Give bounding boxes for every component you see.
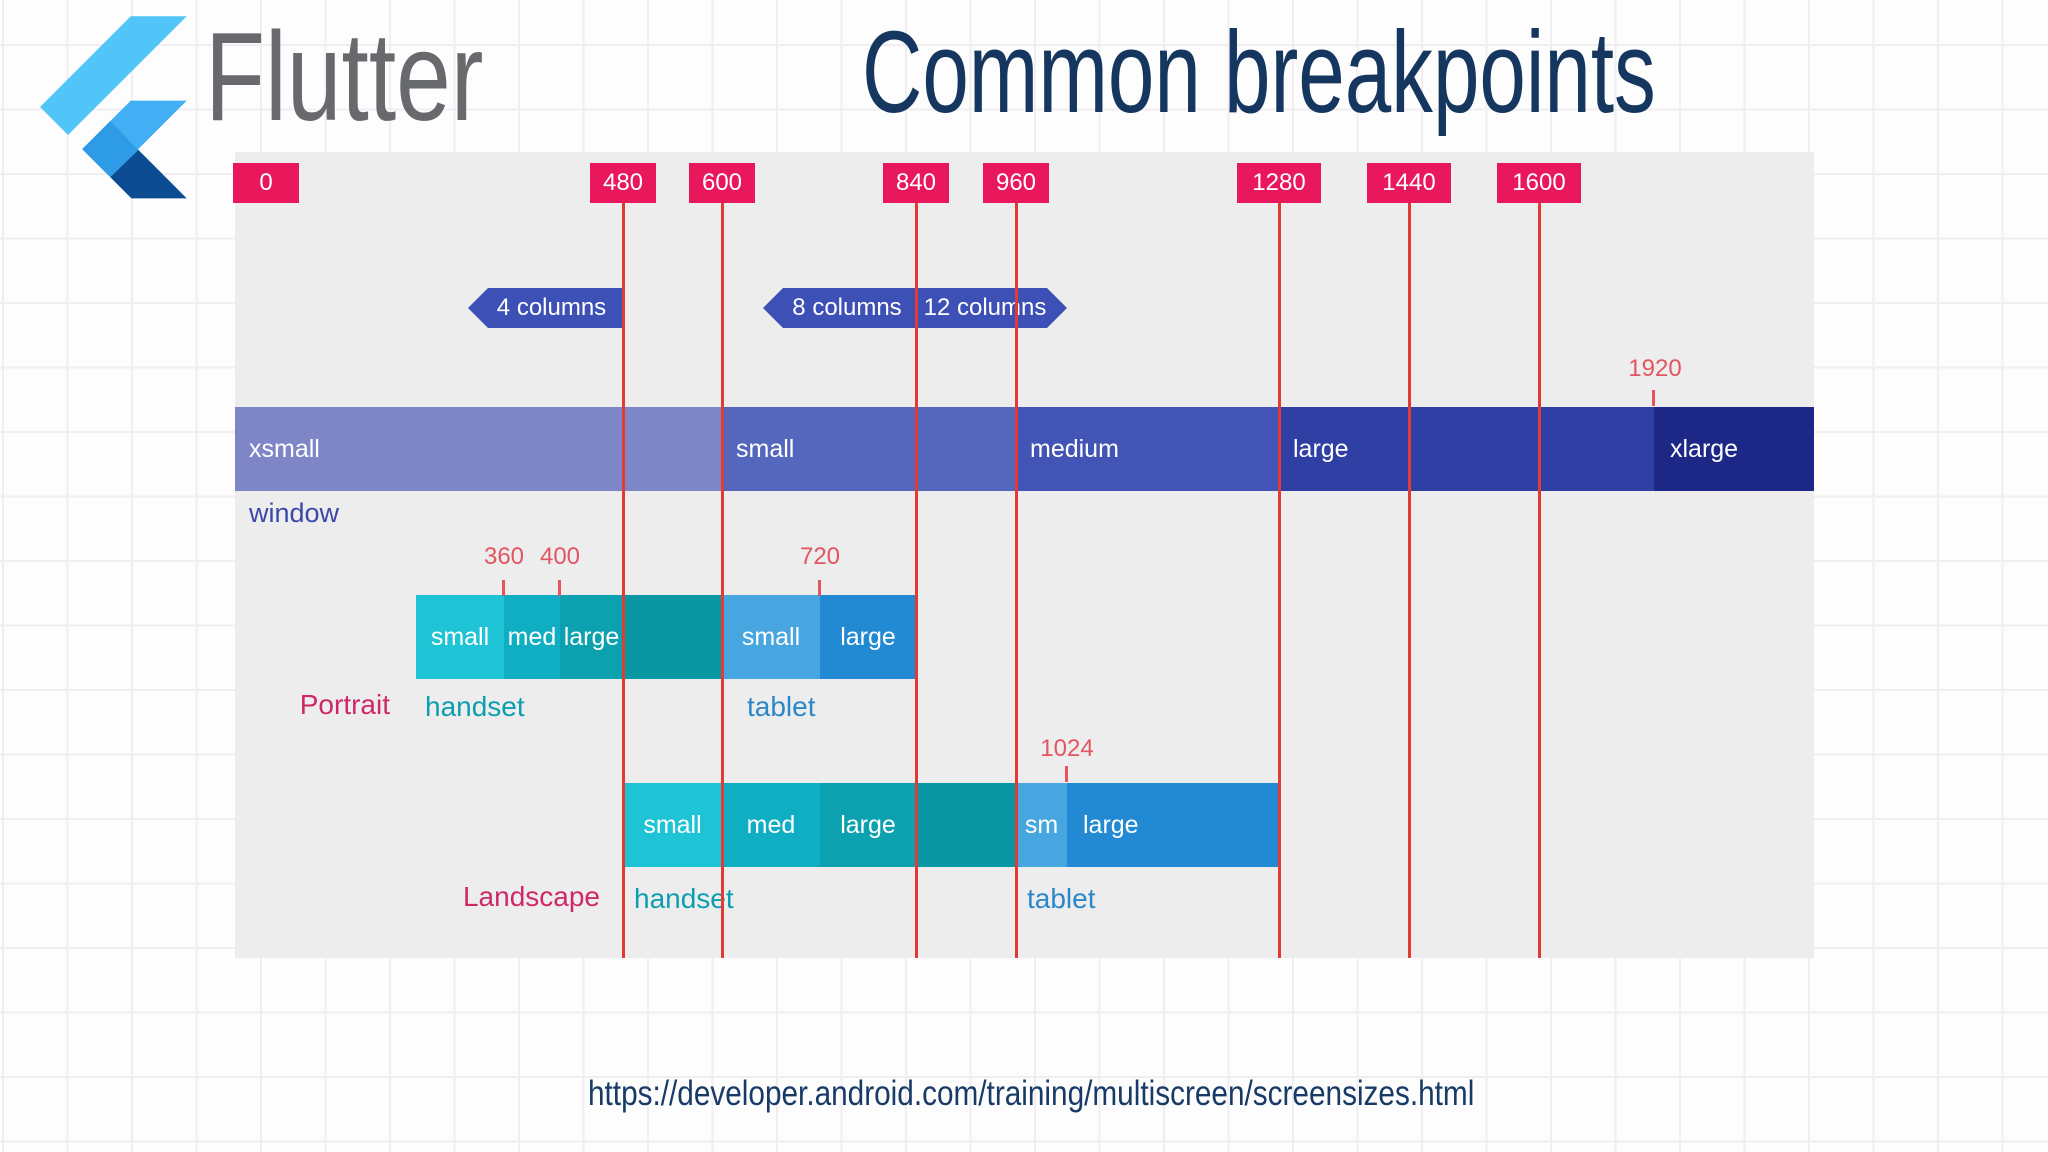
landscape-handset-overflow: [916, 783, 1016, 867]
marker-label-1920: 1920: [1628, 355, 1682, 382]
breakpoint-badge-480: 480: [590, 163, 656, 203]
portrait-caption: Portrait: [299, 689, 390, 720]
breakpoint-badge-1600: 1600: [1497, 163, 1581, 203]
breakpoint-badge-840: 840: [883, 163, 949, 203]
breakpoint-badge-1440: 1440: [1367, 163, 1451, 203]
source-url: https://developer.android.com/training/m…: [588, 1074, 1475, 1113]
window-segment-large: large: [1279, 407, 1654, 491]
portrait-handset-med: med: [504, 595, 560, 679]
chip-4-columns-label: 4 columns: [496, 294, 607, 321]
portrait-handset-caption: handset: [425, 691, 525, 722]
marker-label-720: 720: [799, 543, 841, 570]
guide-line-840: [915, 203, 918, 958]
landscape-tablet-large: large: [1067, 783, 1279, 867]
landscape-handset-small: small: [623, 783, 722, 867]
guide-line-480: [622, 203, 625, 958]
marker-tick-400: [558, 580, 561, 596]
breakpoint-badge-600: 600: [689, 163, 755, 203]
marker-tick-1920: [1652, 390, 1655, 406]
landscape-caption: Landscape: [462, 881, 600, 912]
portrait-tablet-large: large: [820, 595, 916, 679]
guide-line-600: [721, 203, 724, 958]
marker-label-400: 400: [539, 543, 581, 570]
guide-line-1440: [1408, 203, 1411, 958]
breakpoint-badge-960: 960: [983, 163, 1049, 203]
breakpoint-badge-1280: 1280: [1237, 163, 1321, 203]
flutter-logo-icon: [40, 16, 187, 199]
window-segment-medium: medium: [1016, 407, 1279, 491]
chip-4-columns: 4 columns: [468, 288, 623, 328]
marker-label-360: 360: [483, 543, 525, 570]
chip-8-columns-label: 8 columns: [792, 294, 902, 321]
window-segment-xsmall: xsmall: [235, 407, 722, 491]
landscape-handset-caption: handset: [634, 883, 734, 914]
landscape-handset-med: med: [722, 783, 820, 867]
breakpoint-badge-0: 0: [233, 163, 299, 203]
guide-line-1280: [1278, 203, 1281, 958]
guide-line-960: [1015, 203, 1018, 958]
marker-label-1024: 1024: [1040, 735, 1094, 762]
window-segment-small: small: [722, 407, 1016, 491]
landscape-tablet-caption: tablet: [1027, 883, 1096, 914]
window-caption: window: [249, 498, 340, 528]
landscape-handset-large: large: [820, 783, 916, 867]
portrait-handset-small: small: [416, 595, 504, 679]
landscape-tablet-sm: sm: [1016, 783, 1067, 867]
chip-12-columns-label: 12 columns: [923, 294, 1047, 321]
marker-tick-360: [502, 580, 505, 596]
portrait-tablet-caption: tablet: [747, 691, 816, 722]
marker-tick-1024: [1065, 766, 1068, 782]
portrait-handset-large: large: [560, 595, 623, 679]
portrait-handset-overflow: [623, 595, 722, 679]
slide-title: Common breakpoints: [862, 7, 1656, 137]
guide-line-1600: [1538, 203, 1541, 958]
marker-tick-720: [818, 580, 821, 596]
portrait-tablet-small: small: [722, 595, 820, 679]
window-segment-xlarge: xlarge: [1654, 407, 1814, 491]
brand-wordmark: Flutter: [205, 6, 484, 147]
